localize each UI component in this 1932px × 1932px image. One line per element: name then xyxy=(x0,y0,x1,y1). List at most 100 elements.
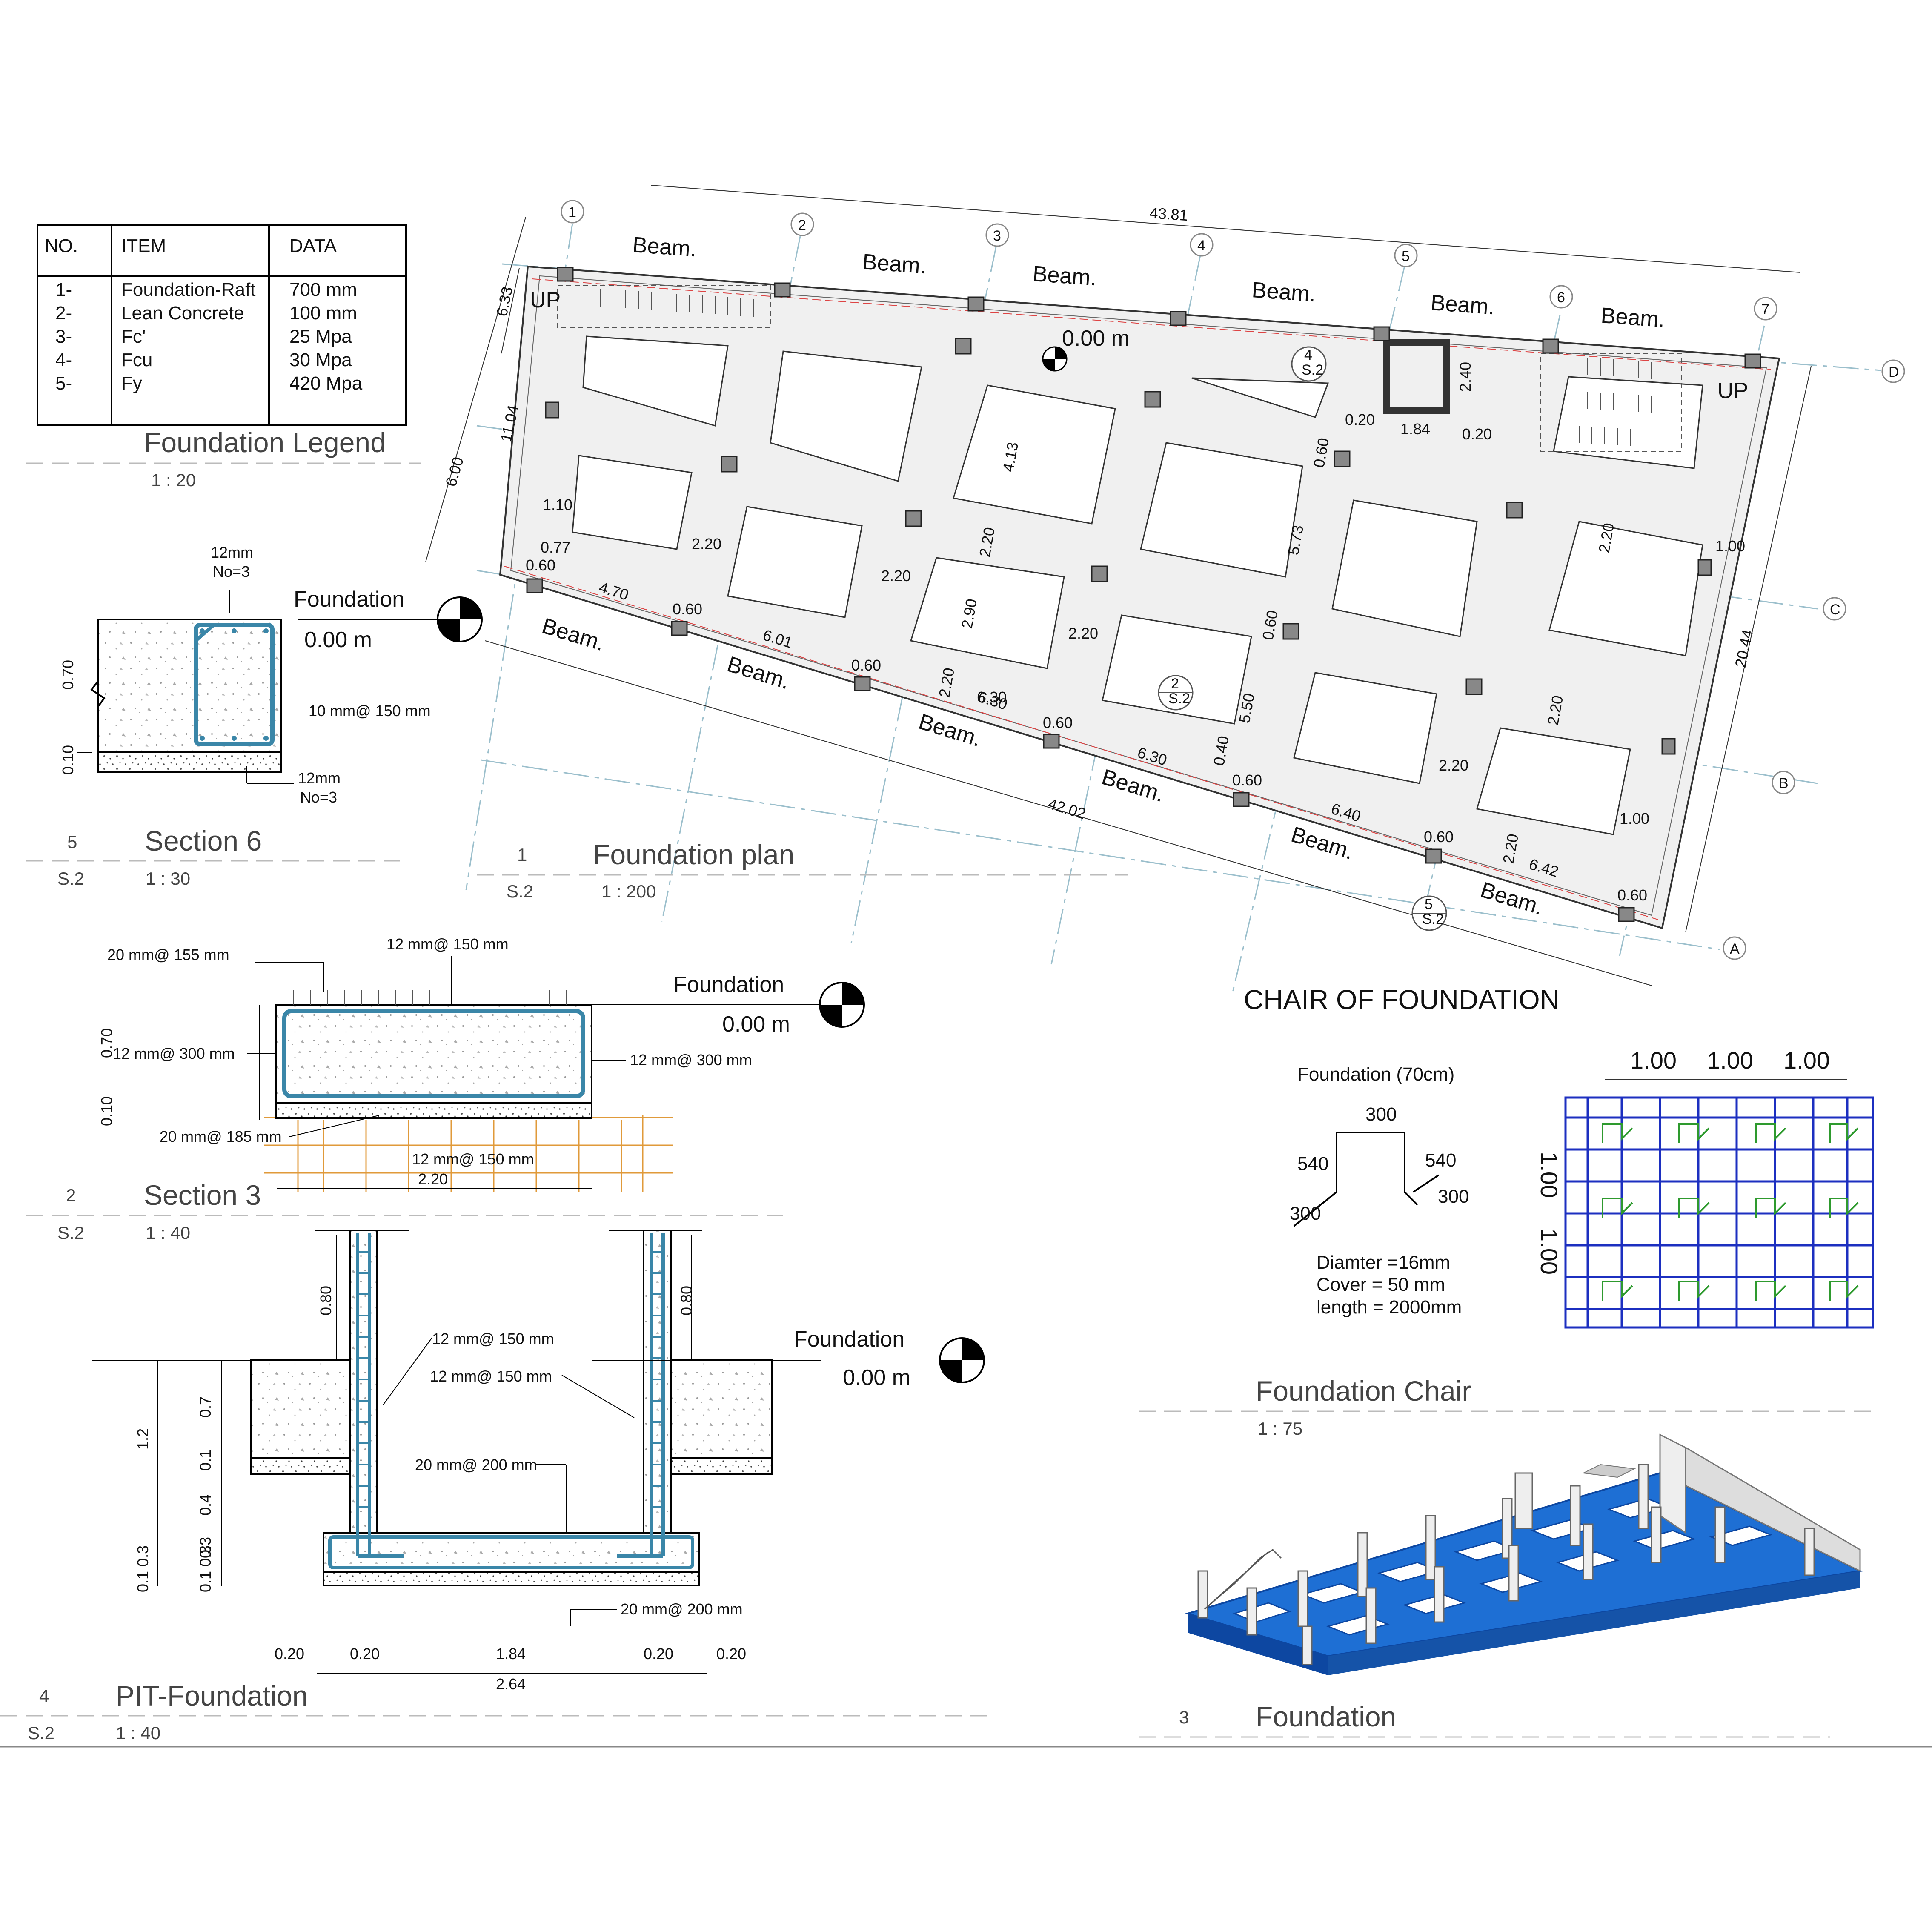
plan-dim: 0.77 xyxy=(541,539,570,556)
up-label: UP xyxy=(530,288,561,312)
plan-dim-left-c: 6.00 xyxy=(442,455,467,489)
section3-width: 2.20 xyxy=(418,1170,448,1188)
section6-bot-bar: 12mm xyxy=(298,769,341,787)
level-marker-icon xyxy=(819,982,865,1028)
section3-dim-070: 0.70 xyxy=(98,1028,115,1058)
grid-number: 2 xyxy=(798,217,806,233)
chair-grid xyxy=(1564,1096,1874,1329)
legend-row-item: Foundation-Raft xyxy=(121,279,256,300)
pit-dim: 0.80 xyxy=(678,1286,695,1316)
section3-level-value: 0.00 m xyxy=(722,1012,790,1037)
pit-wall-bar: 12 mm@ 150 mm xyxy=(430,1367,552,1385)
chair-title: Foundation Chair xyxy=(1256,1375,1471,1407)
chair-shape xyxy=(1293,1132,1418,1227)
chair-dim: 540 xyxy=(1297,1153,1328,1174)
beam-label: Beam. xyxy=(1430,290,1495,319)
plan-dim-left-a: 6.33 xyxy=(493,285,516,318)
section6-sheet: S.2 xyxy=(57,869,84,889)
section-tag-number: 2 xyxy=(1171,676,1179,692)
grid-number: 4 xyxy=(1197,238,1205,254)
grid-number: 7 xyxy=(1761,301,1769,318)
foundation-plan: 43.81 42.02 20.44 6.33 11.04 6.00 1.10 0… xyxy=(425,185,1905,995)
pit-dim: 0.1 0.3 xyxy=(197,1545,214,1592)
grid-letter: D xyxy=(1889,364,1899,380)
legend-row-no: 2- xyxy=(55,303,72,324)
section3-side-right: 12 mm@ 300 mm xyxy=(630,1051,752,1069)
section6-dim-010: 0.10 xyxy=(59,745,77,775)
chair-dim: 300 xyxy=(1438,1186,1469,1207)
legend-title: Foundation Legend xyxy=(144,427,386,458)
section-6: 0.70 0.10 12mm No=3 10 mm@ 150 mm 12mm N… xyxy=(26,544,483,889)
chair-sub: Foundation (70cm) xyxy=(1297,1064,1454,1085)
section6-level-label: Foundation xyxy=(294,587,404,612)
section3-bot-main: 20 mm@ 185 mm xyxy=(160,1128,282,1145)
pit-dim: 0.80 xyxy=(317,1286,335,1316)
section-3: 20 mm@ 155 mm 12 mm@ 150 mm 12 mm@ 300 m… xyxy=(26,935,865,1243)
chair-diameter: Diamter =16mm xyxy=(1317,1252,1450,1273)
grid-letter: A xyxy=(1730,941,1740,957)
legend-row-no: 3- xyxy=(55,326,72,347)
pit-dim: 1.2 xyxy=(134,1428,152,1450)
section-tag-sheet: S.2 xyxy=(1422,911,1444,927)
grid-letter: C xyxy=(1830,602,1840,618)
plan-scale: 1 : 200 xyxy=(601,881,656,901)
level-marker-icon xyxy=(1042,346,1068,372)
pit-level-value: 0.00 m xyxy=(843,1365,910,1390)
plan-dim: 2.40 xyxy=(1457,362,1474,392)
plan-dim: 0.60 xyxy=(673,600,702,618)
chair-dim: 300 xyxy=(1365,1104,1397,1125)
pit-number: 4 xyxy=(39,1686,49,1706)
section3-dim-010: 0.10 xyxy=(98,1096,115,1126)
plan-dim: 2.20 xyxy=(1068,625,1098,642)
section6-level-value: 0.00 m xyxy=(304,628,372,652)
plan-dim: 2.20 xyxy=(1439,757,1468,774)
legend-row-data: 100 mm xyxy=(289,303,357,324)
plan-dim: 0.20 xyxy=(1345,411,1375,428)
section6-title: Section 6 xyxy=(145,825,262,857)
section-tag-sheet: S.2 xyxy=(1302,362,1323,378)
legend-header-item: ITEM xyxy=(121,235,166,256)
plan-sheet: S.2 xyxy=(507,881,533,901)
slab-rebar xyxy=(328,1535,694,1569)
grid-number: 5 xyxy=(1402,248,1410,264)
legend-row-data: 420 Mpa xyxy=(289,373,363,394)
chair-dim: 540 xyxy=(1425,1150,1456,1171)
iso-title: Foundation xyxy=(1256,1701,1396,1732)
chair-scale: 1 : 75 xyxy=(1258,1419,1302,1439)
plan-dim-bottom: 42.02 xyxy=(1046,794,1088,823)
plan-dim: 6.30 xyxy=(977,688,1007,706)
pit-dim: 0.3 xyxy=(197,1537,214,1558)
section-tag-number: 4 xyxy=(1304,347,1312,363)
beam-label: Beam. xyxy=(1251,278,1317,307)
chair-cover: Cover = 50 mm xyxy=(1317,1274,1445,1295)
pit-foundation: 0.80 0.80 1.2 0.1 0.3 0.7 0.1 0.4 0.3 0.… xyxy=(0,1230,987,1743)
section-tag-sheet: S.2 xyxy=(1168,691,1190,707)
legend-row-no: 5- xyxy=(55,373,72,394)
legend-header-no: NO. xyxy=(45,235,78,256)
plan-dim: 1.84 xyxy=(1400,420,1430,438)
pit-title: PIT-Foundation xyxy=(116,1680,308,1711)
section3-sheet: S.2 xyxy=(57,1223,84,1243)
beam-label: Beam. xyxy=(539,613,607,656)
pit-wall-bar: 12 mm@ 150 mm xyxy=(432,1330,554,1347)
section3-number: 2 xyxy=(66,1185,76,1205)
pit-level-label: Foundation xyxy=(794,1327,904,1352)
plan-dim: 0.60 xyxy=(1232,771,1262,789)
plan-dim: 0.60 xyxy=(526,556,555,574)
section6-number: 5 xyxy=(67,832,77,852)
beam-label: Beam. xyxy=(632,232,697,261)
pit-width: 0.20 xyxy=(644,1645,673,1663)
beam-label: Beam. xyxy=(862,249,927,278)
wall-rebar xyxy=(356,1233,665,1558)
grid-number: 3 xyxy=(993,228,1001,244)
chair-heading: CHAIR OF FOUNDATION xyxy=(1244,984,1560,1015)
pit-width-total: 2.64 xyxy=(496,1675,526,1693)
legend-row-item: Fc' xyxy=(121,326,146,347)
pit-dim: 0.7 xyxy=(197,1396,214,1418)
beam-label: Beam. xyxy=(1600,303,1666,332)
section3-top-bar: 12 mm@ 150 mm xyxy=(386,935,509,953)
isometric-foundation: 3 Foundation xyxy=(1139,1433,1863,1738)
pit-sheet: S.2 xyxy=(28,1723,54,1743)
legend-row-item: Lean Concrete xyxy=(121,303,244,324)
